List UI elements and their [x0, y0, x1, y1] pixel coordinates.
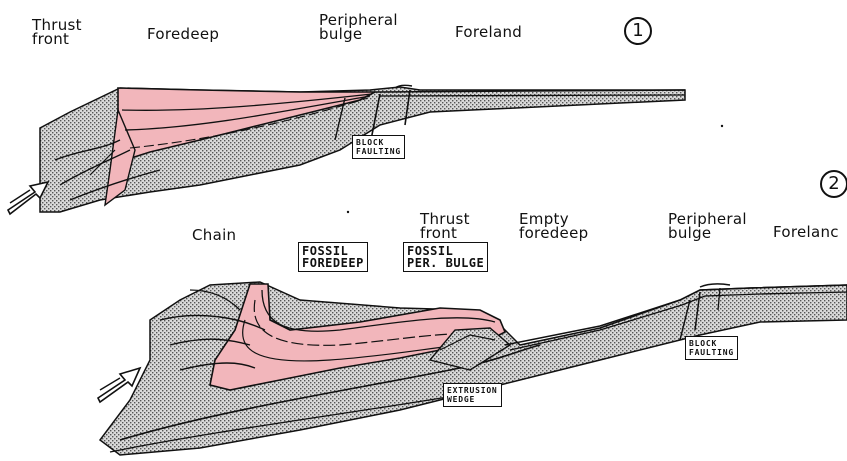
panel2-fossil-foredeep-box: FOSSIL FOREDEEP — [298, 242, 368, 272]
panel2-block-faulting-box: BLOCK FAULTING — [685, 336, 738, 360]
panel1-foreland-label: Foreland — [455, 25, 522, 39]
panel2-empty-foredeep-label: Empty foredeep — [519, 212, 588, 240]
panel1-thrust-front-label: Thrust front — [32, 18, 82, 46]
panel1-section — [8, 85, 685, 214]
panel1-peripheral-bulge-label: Peripheral bulge — [319, 13, 398, 41]
panel2-number: 2 — [820, 170, 847, 198]
panel2-peripheral-bulge-label: Peripheral bulge — [668, 212, 747, 240]
panel1-number: 1 — [624, 17, 652, 45]
panel2-extrusion-wedge-box: EXTRUSION WEDGE — [443, 383, 502, 407]
panel2-chain-label: Chain — [192, 228, 236, 242]
panel1-foredeep-label: Foredeep — [147, 27, 219, 41]
panel2-fossil-per-bulge-box: FOSSIL PER. BULGE — [403, 242, 488, 272]
panel2-foreland-label: Forelanc — [773, 225, 839, 239]
panel2-thrust-front-label: Thrust front — [420, 212, 470, 240]
panel2-section — [98, 282, 847, 455]
panel1-block-faulting-box: BLOCK FAULTING — [352, 135, 405, 159]
